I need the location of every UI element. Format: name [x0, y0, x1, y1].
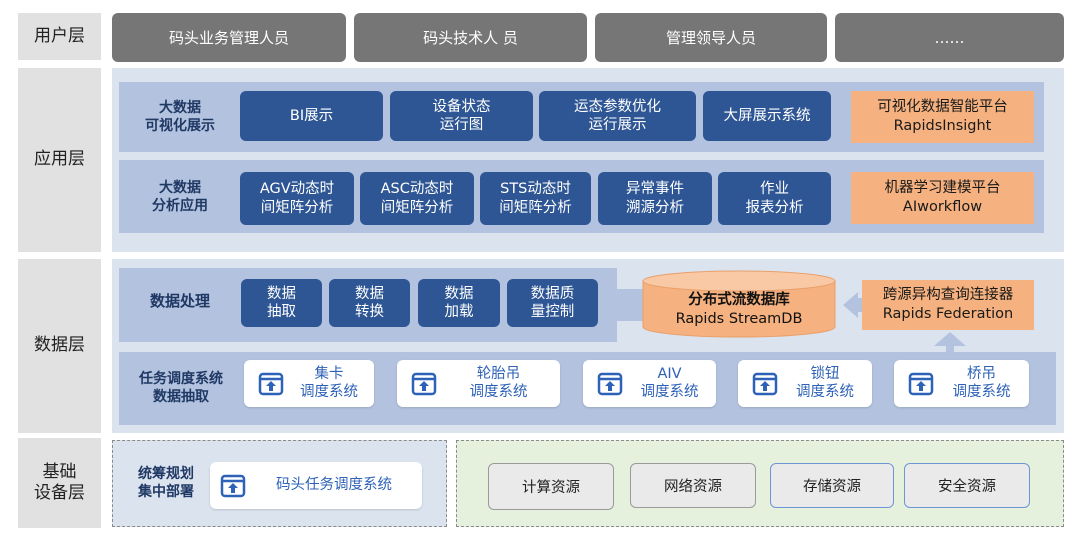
resource-storage: 存储资源 — [770, 463, 894, 508]
viz-param-optimization: 运态参数优化 运行展示 — [539, 91, 696, 141]
layer-label-app: 应用层 — [18, 68, 101, 252]
scheduling-label: 任务调度系统 数据抽取 — [139, 370, 223, 405]
viz-row-label: 大数据 可视化展示 — [145, 99, 215, 134]
arrow-left-to-processing — [600, 280, 645, 330]
arrow-up-to-federation — [934, 332, 966, 362]
viz-device-status: 设备状态 运行图 — [390, 91, 533, 141]
data-flow-arrows — [600, 280, 966, 362]
upload-window-icon — [220, 474, 246, 497]
schedule-truck: 集卡 调度系统 — [244, 360, 374, 407]
layer-label-user: 用户层 — [18, 13, 101, 60]
upload-window-icon — [411, 372, 437, 395]
layer-label-data: 数据层 — [18, 259, 101, 433]
viz-platform-rapidsinsight: 可视化数据智能平台 RapidsInsight — [851, 91, 1034, 143]
terminal-dispatch-system: 码头任务调度系统 — [210, 462, 422, 509]
analysis-asc: ASC动态时 间矩阵分析 — [360, 172, 474, 225]
infra-deploy-label: 统筹规划 集中部署 — [138, 465, 194, 500]
arrow-left-to-streamdb — [843, 292, 862, 318]
resource-compute: 计算资源 — [488, 463, 614, 510]
streamdb-cylinder-icon — [642, 270, 836, 338]
analysis-report: 作业 报表分析 — [718, 172, 831, 225]
streamdb-subtitle: Rapids StreamDB — [675, 311, 803, 327]
user-box-tech: 码头技术人 员 — [354, 13, 587, 62]
upload-window-icon — [597, 372, 623, 395]
user-box-leader: 管理领导人员 — [595, 13, 827, 62]
schedule-rtg: 轮胎吊 调度系统 — [397, 360, 560, 407]
streamdb-title: 分布式流数据库 — [688, 292, 790, 309]
layer-label-infra: 基础 设备层 — [18, 438, 101, 528]
streamdb-label: 分布式流数据库 Rapids StreamDB — [641, 287, 837, 333]
processing-quality: 数据质 量控制 — [507, 279, 598, 327]
resource-security: 安全资源 — [904, 463, 1030, 508]
upload-window-icon — [908, 372, 934, 395]
analysis-anomaly-trace: 异常事件 溯源分析 — [598, 172, 712, 225]
schedule-aiv: AIV 调度系统 — [583, 360, 716, 407]
processing-load: 数据 加载 — [418, 279, 500, 327]
processing-transform: 数据 转换 — [329, 279, 410, 327]
resource-network: 网络资源 — [630, 463, 756, 508]
processing-extract: 数据 抽取 — [241, 279, 322, 327]
viz-big-screen: 大屏展示系统 — [703, 91, 831, 141]
user-box-business: 码头业务管理人员 — [112, 13, 346, 62]
upload-window-icon — [752, 372, 778, 395]
analysis-row-label: 大数据 分析应用 — [152, 179, 208, 214]
viz-bi-display: BI展示 — [240, 91, 383, 141]
federation-connector: 跨源异构查询连接器 Rapids Federation — [862, 280, 1034, 330]
analysis-platform-aiworkflow: 机器学习建模平台 AIworkflow — [851, 172, 1034, 224]
analysis-sts: STS动态时 间矩阵分析 — [480, 172, 591, 225]
analysis-agv: AGV动态时 间矩阵分析 — [240, 172, 354, 225]
user-box-more: …… — [835, 13, 1064, 62]
schedule-lock-pin: 锁钮 调度系统 — [738, 360, 872, 407]
upload-window-icon — [258, 372, 284, 395]
schedule-quay-crane: 桥吊 调度系统 — [894, 360, 1029, 407]
data-processing-label: 数据处理 — [149, 292, 210, 311]
